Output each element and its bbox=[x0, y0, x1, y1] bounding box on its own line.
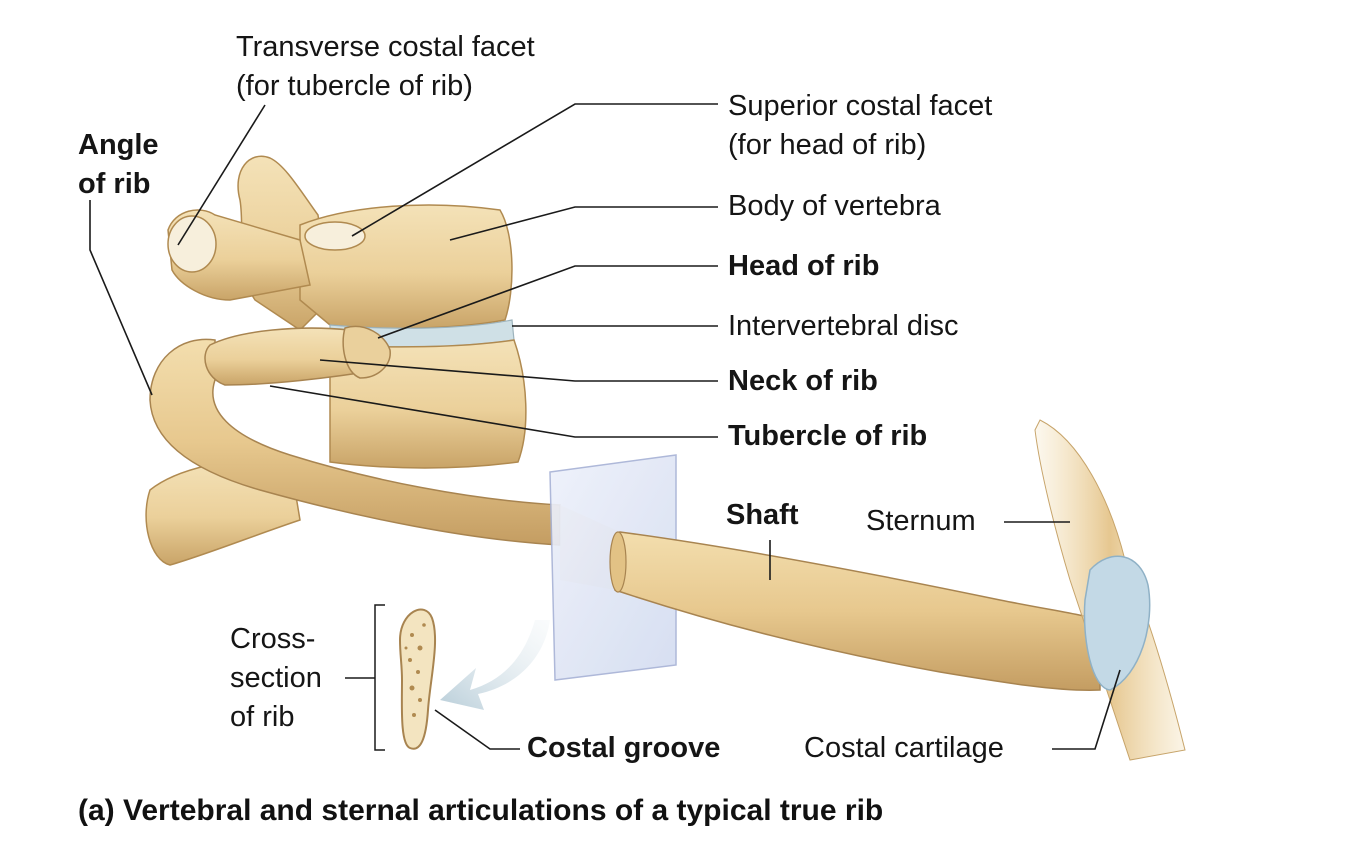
label-costal-cartilage: Costal cartilage bbox=[804, 732, 1004, 764]
superior-costal-facet bbox=[304, 221, 366, 251]
leader-superior-costal-facet bbox=[351, 103, 718, 237]
leader-tubercle-of-rib bbox=[269, 385, 718, 438]
rib-angle-and-posterior-shaft bbox=[149, 338, 561, 546]
curved-arrow bbox=[440, 620, 550, 710]
cross-section-marrow bbox=[404, 623, 426, 717]
label-cross-section: Cross- section of rib bbox=[230, 623, 322, 733]
leader-transverse-costal-facet bbox=[177, 104, 266, 246]
leader-angle-of-rib bbox=[89, 200, 153, 396]
label-head-of-rib: Head of rib bbox=[728, 250, 880, 282]
label-angle-of-rib: Angle of rib bbox=[78, 129, 159, 200]
label-body-of-vertebra: Body of vertebra bbox=[728, 190, 941, 222]
transverse-costal-facet bbox=[167, 215, 217, 273]
costal-cartilage bbox=[1083, 555, 1151, 691]
leader-lines bbox=[89, 103, 1121, 750]
rib-neck bbox=[204, 327, 379, 386]
leader-body-of-vertebra bbox=[449, 206, 718, 241]
rib-shaft-anterior bbox=[614, 531, 1101, 692]
label-superior-costal-facet: Superior costal facet (for head of rib) bbox=[728, 90, 993, 161]
leader-head-of-rib bbox=[377, 265, 718, 339]
cross-section-of-rib bbox=[398, 608, 437, 750]
cross-section-bracket bbox=[374, 604, 385, 751]
leader-neck-of-rib bbox=[319, 359, 718, 382]
figure-caption: (a) Vertebral and sternal articulations … bbox=[78, 794, 884, 827]
label-shaft: Shaft bbox=[726, 499, 799, 531]
label-tubercle-of-rib: Tubercle of rib bbox=[728, 420, 928, 452]
label-neck-of-rib: Neck of rib bbox=[728, 365, 878, 397]
label-intervertebral-disc: Intervertebral disc bbox=[728, 310, 959, 342]
label-costal-groove: Costal groove bbox=[527, 732, 721, 764]
rib-shaft-cut-face bbox=[609, 531, 627, 593]
leader-costal-cartilage bbox=[1052, 669, 1121, 750]
label-sternum: Sternum bbox=[866, 505, 976, 537]
label-transverse-costal-facet: Transverse costal facet (for tubercle of… bbox=[236, 31, 535, 102]
leader-costal-groove bbox=[434, 709, 520, 750]
